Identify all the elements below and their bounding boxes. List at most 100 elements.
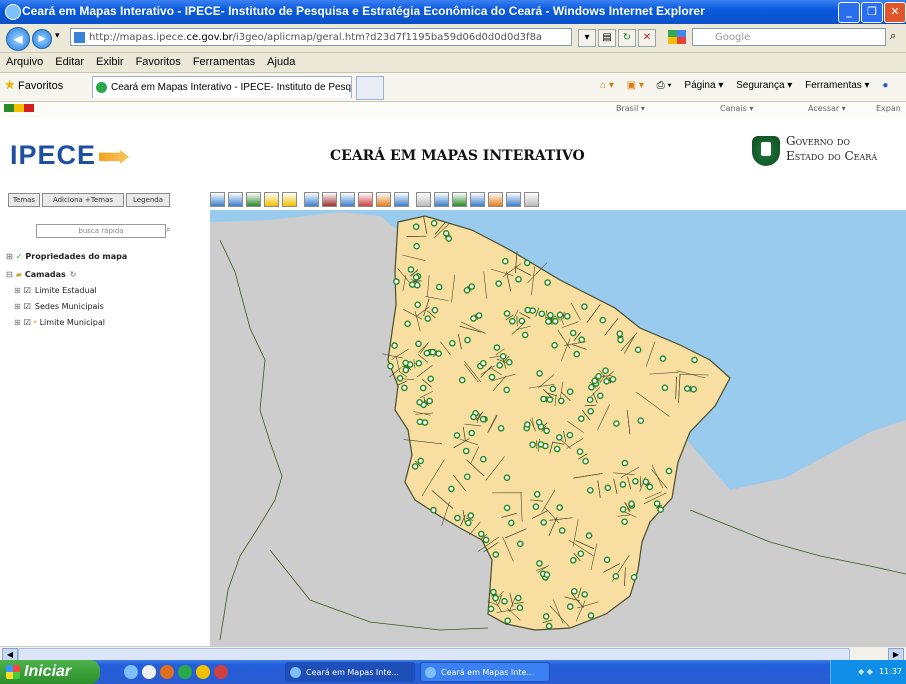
expand-icon[interactable]: ⊞ (6, 252, 13, 261)
municipal-seat-marker[interactable] (543, 571, 551, 579)
municipal-seat-marker[interactable] (404, 320, 411, 328)
municipal-seat-marker[interactable] (416, 418, 424, 426)
municipal-seat-marker[interactable] (412, 223, 420, 231)
municipal-seat-marker[interactable] (492, 594, 499, 602)
municipal-seat-marker[interactable] (642, 478, 650, 486)
pan-icon[interactable] (246, 192, 261, 207)
municipal-seat-marker[interactable] (665, 467, 673, 475)
municipal-seat-marker[interactable] (501, 597, 508, 605)
municipal-seat-marker[interactable] (462, 447, 470, 455)
feeds-icon[interactable]: ▣ ▾ (626, 80, 644, 91)
municipal-seat-marker[interactable] (555, 434, 563, 441)
municipal-seat-marker[interactable] (463, 287, 471, 294)
municipal-seat-marker[interactable] (691, 356, 698, 364)
municipal-seat-marker[interactable] (543, 427, 551, 435)
municipal-seat-marker[interactable] (477, 530, 485, 538)
municipal-seat-marker[interactable] (479, 359, 487, 367)
tab-legenda[interactable]: Legenda (126, 193, 170, 207)
municipal-seat-marker[interactable] (659, 355, 667, 362)
addon-brasil[interactable]: Brasil ▾ (616, 104, 645, 113)
distance-icon[interactable] (394, 192, 409, 207)
collapse-icon[interactable]: ⊟ (6, 270, 13, 279)
municipal-seat-marker[interactable] (448, 485, 455, 493)
layer-expand-icon[interactable]: ⊞ (14, 302, 21, 311)
refresh-layers-icon[interactable]: ↻ (69, 270, 77, 279)
municipal-seat-marker[interactable] (496, 361, 504, 369)
municipal-seat-marker[interactable] (646, 483, 654, 491)
municipal-seat-marker[interactable] (556, 504, 564, 511)
draw-icon[interactable] (434, 192, 449, 207)
address-dropdown-icon[interactable]: ▾ (578, 29, 596, 47)
addon-expand[interactable]: Expan (876, 104, 901, 113)
municipal-seat-marker[interactable] (609, 375, 617, 383)
municipal-seat-marker[interactable] (499, 352, 507, 360)
map-canvas[interactable] (210, 210, 906, 646)
municipal-seat-marker[interactable] (591, 377, 599, 385)
municipal-seat-marker[interactable] (587, 407, 595, 415)
menu-item-exibir[interactable]: Exibir (96, 56, 124, 68)
addon-canais[interactable]: Canais ▾ (720, 104, 754, 113)
municipal-seat-marker[interactable] (479, 455, 487, 463)
municipal-seat-marker[interactable] (464, 336, 471, 344)
municipal-seat-marker[interactable] (569, 556, 577, 564)
layer-expand-icon[interactable]: ⊞ (14, 286, 21, 295)
print-icon[interactable]: ⎙ ▾ (656, 80, 672, 91)
municipal-seat-marker[interactable] (401, 384, 408, 392)
municipal-seat-marker[interactable] (503, 504, 511, 512)
municipal-seat-marker[interactable] (470, 315, 477, 322)
municipal-seat-marker[interactable] (516, 604, 524, 612)
municipal-seat-marker[interactable] (569, 329, 577, 337)
municipal-seat-marker[interactable] (551, 318, 559, 325)
layer-checkbox[interactable]: ☑ (23, 302, 31, 311)
municipal-seat-marker[interactable] (435, 283, 443, 291)
layer-expand-icon[interactable]: ⊞ (14, 318, 21, 327)
municipal-seat-marker[interactable] (393, 278, 400, 285)
municipal-seat-marker[interactable] (454, 514, 461, 522)
municipal-seat-marker[interactable] (431, 306, 439, 314)
municipal-seat-marker[interactable] (578, 336, 586, 343)
municipal-seat-marker[interactable] (661, 384, 669, 392)
municipal-seat-marker[interactable] (557, 397, 565, 405)
history-dropdown-icon[interactable]: ▾ (55, 31, 60, 41)
municipal-seat-marker[interactable] (577, 415, 585, 422)
municipal-seat-marker[interactable] (596, 392, 604, 400)
tray-network-icon[interactable]: ◆ ◆ (858, 667, 873, 676)
grid-icon[interactable] (452, 192, 467, 207)
compatibility-icon[interactable]: ▤ (598, 29, 616, 47)
municipal-seat-marker[interactable] (507, 519, 515, 527)
municipal-seat-marker[interactable] (553, 445, 561, 453)
home-icon[interactable]: ⌂ ▾ (600, 80, 614, 91)
municipal-seat-marker[interactable] (603, 377, 610, 385)
horizontal-scrollbar[interactable]: ◀ ▶ (0, 646, 906, 662)
municipal-seat-marker[interactable] (458, 376, 466, 384)
print-map-icon[interactable] (506, 192, 521, 207)
stop-icon[interactable]: ✕ (638, 29, 656, 47)
tab-adiciona-temas[interactable]: Adiciona +Temas (42, 193, 124, 207)
municipal-seat-marker[interactable] (430, 220, 438, 227)
taskbar-item-ie-1[interactable]: Ceará em Mapas Inte... (285, 662, 415, 682)
layer-item-sedes-municipais[interactable]: ⊞☑Sedes Municipais (14, 302, 104, 311)
municipal-seat-marker[interactable] (540, 395, 547, 403)
quicklaunch-media-icon[interactable] (160, 665, 174, 679)
municipal-seat-marker[interactable] (549, 385, 557, 393)
municipal-seat-marker[interactable] (396, 374, 404, 382)
municipal-seat-marker[interactable] (421, 419, 429, 426)
zoom-out-icon[interactable] (228, 192, 243, 207)
municipal-seat-marker[interactable] (621, 459, 629, 467)
municipal-seat-marker[interactable] (402, 366, 410, 374)
info-icon[interactable] (340, 192, 355, 207)
tree-layers-group[interactable]: ⊟▰Camadas↻ (6, 270, 76, 279)
municipal-seat-marker[interactable] (546, 396, 554, 403)
chart-icon[interactable] (488, 192, 503, 207)
municipal-seat-marker[interactable] (495, 280, 503, 287)
municipal-seat-marker[interactable] (503, 474, 511, 482)
addon-acessar[interactable]: Acessar ▾ (808, 104, 846, 113)
municipal-seat-marker[interactable] (468, 429, 476, 437)
municipal-seat-marker[interactable] (490, 588, 497, 596)
area-icon[interactable] (416, 192, 431, 207)
municipal-seat-marker[interactable] (558, 527, 566, 534)
municipal-seat-marker[interactable] (521, 331, 529, 339)
municipal-seat-marker[interactable] (435, 350, 442, 357)
municipal-seat-marker[interactable] (387, 362, 394, 370)
municipal-seat-marker[interactable] (514, 594, 522, 602)
